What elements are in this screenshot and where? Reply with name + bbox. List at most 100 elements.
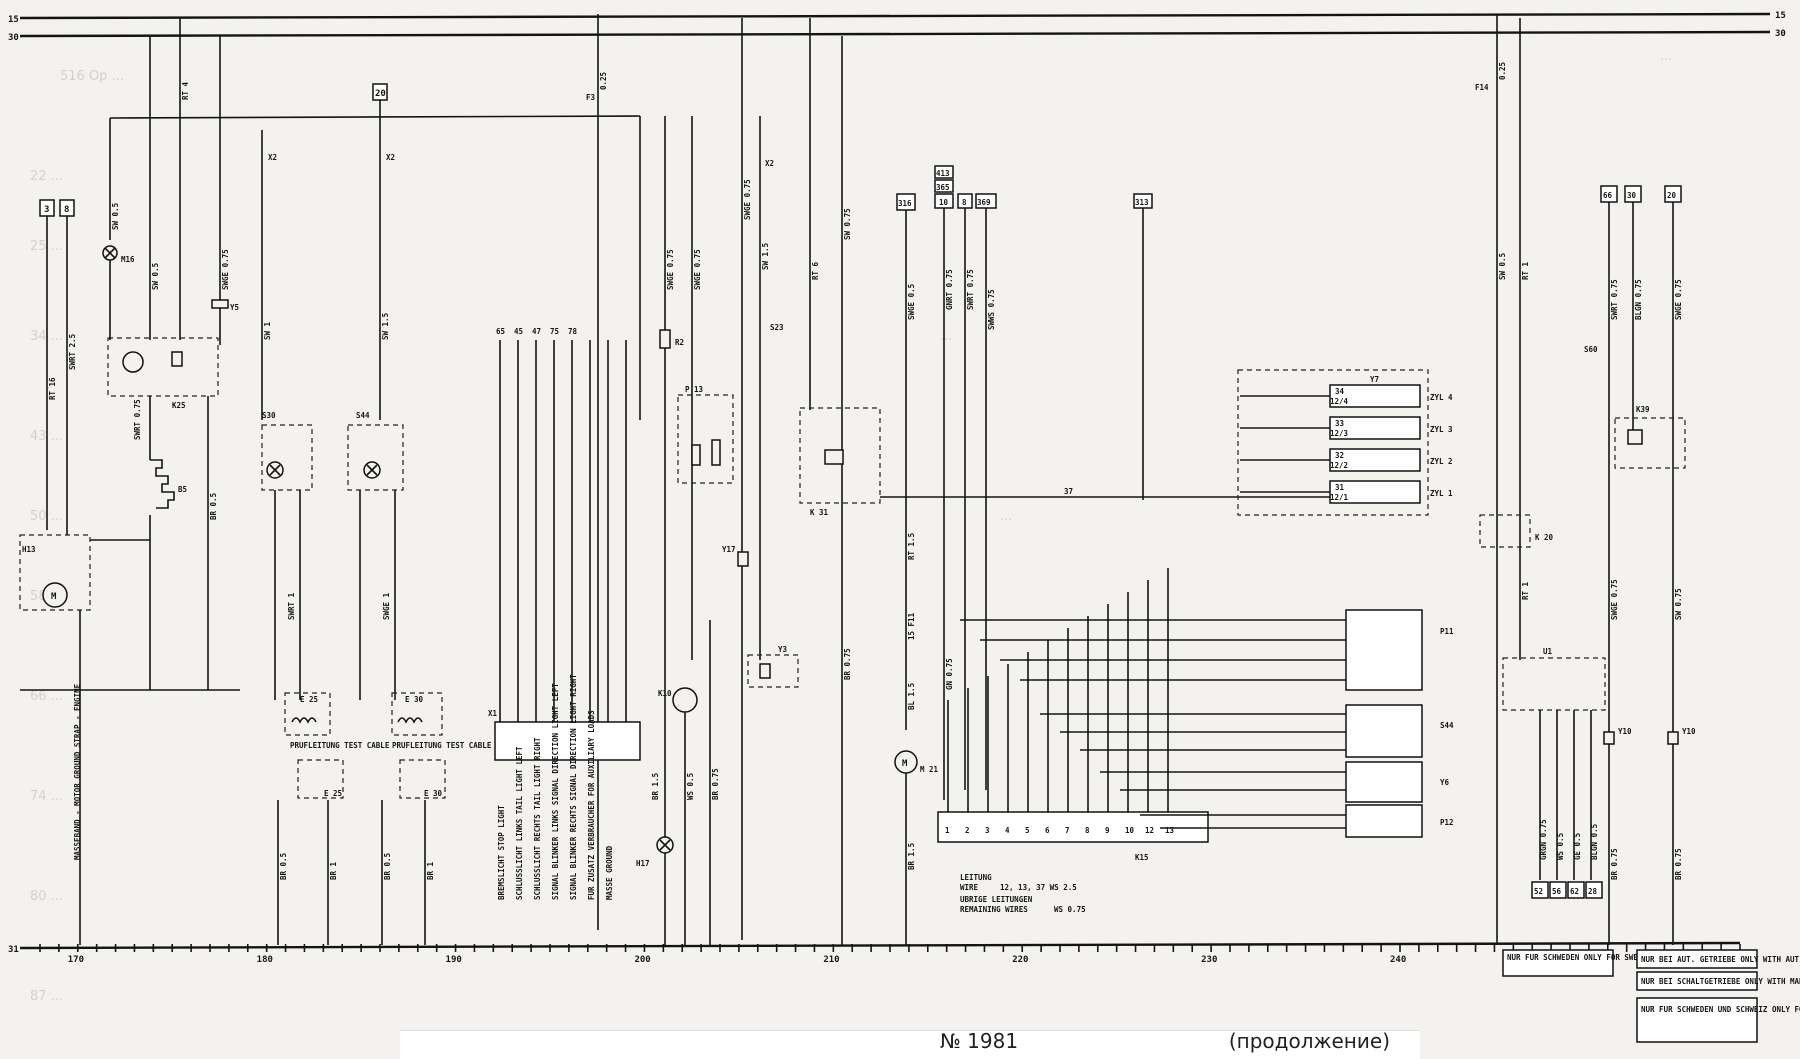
ref-20-left: 20 — [375, 89, 386, 99]
wire-note-line1: LEITUNG — [960, 873, 992, 882]
wire-br15-m21: BR 1.5 — [907, 843, 916, 870]
scale-label-170: 170 — [68, 955, 84, 965]
cylinder-label: ZYL 3 — [1430, 425, 1453, 434]
cylinder-code: 12/1 — [1330, 493, 1349, 502]
label-Y10b: Y10 — [1682, 727, 1696, 736]
bottom-ref-box — [1585, 881, 1603, 899]
svg-text:87 ...: 87 ... — [30, 989, 63, 1004]
rail-30-label-left: 30 — [8, 33, 19, 43]
wire-swge075-b: SWGE 0.75 — [693, 249, 702, 290]
wire-37: 37 — [1064, 487, 1073, 496]
wire-swge075-c: SWGE 0.75 — [743, 179, 752, 220]
wire-swge075-r2: SWGE 0.75 — [666, 249, 675, 290]
rail-31-label-left: 31 — [8, 945, 19, 955]
test-cable-1: PRUFLEITUNG TEST CABLE — [290, 741, 390, 750]
label-P11: P11 — [1440, 627, 1454, 636]
label-M21: M 21 — [920, 765, 939, 774]
bleed-through: 516 Ор ... 22 ... 25 ... 34 ... 43 ... 5… — [30, 49, 1672, 1004]
x1-pin-45: 45 — [514, 327, 523, 336]
label-E30: E 30 — [405, 695, 424, 704]
label-B5: B5 — [178, 485, 187, 494]
wire-swrt25: SWRT 2.5 — [68, 334, 77, 370]
section-left: 3 8 RT 16 SWRT 2.5 RT 4 SW 0.5 SW 0.5 SW… — [19, 18, 641, 945]
wire-sw05-right: SW 0.5 — [1498, 253, 1507, 280]
x1-label: SIGNAL BLINKER LINKS SIGNAL DIRECTION LI… — [551, 683, 560, 900]
power-rails: 15 30 31 15 30 — [8, 11, 1786, 955]
label-P12: P12 — [1440, 818, 1454, 827]
label-P13: P 13 — [685, 385, 704, 394]
wire-swrt1: SWRT 1 — [287, 592, 296, 620]
bottom-ref-box — [1531, 881, 1549, 899]
bottom-ref-56: 56 — [1552, 887, 1562, 896]
note-sweden-swiss: NUR FUR SCHWEDEN UND SCHWEIZ ONLY FOR SW… — [1641, 1005, 1800, 1014]
k15-pin-7: 7 — [1065, 826, 1070, 835]
ref-66: 66 — [1603, 191, 1613, 200]
ref-369: 369 — [977, 198, 991, 207]
scale-label-190: 190 — [446, 955, 462, 965]
scale-label-220: 220 — [1012, 955, 1028, 965]
x1-label: SCHLUSSLICHT LINKS TAIL LIGHT LEFT — [515, 746, 524, 900]
label-K15: K15 — [1135, 853, 1149, 862]
label-K20: K 20 — [1535, 533, 1554, 542]
bottom-ref-28: 28 — [1588, 887, 1598, 896]
k15-pin-5: 5 — [1025, 826, 1030, 835]
scale-label-200: 200 — [634, 955, 650, 965]
wire-swrt075: SWRT 0.75 — [133, 399, 142, 440]
label-Y3: Y3 — [778, 645, 788, 654]
label-E30b: E 30 — [424, 789, 443, 798]
wire-sw15-s23: SW 1.5 — [761, 243, 770, 270]
scale-label-230: 230 — [1201, 955, 1217, 965]
wire-br15-h17: BR 1.5 — [651, 773, 660, 800]
ref-413: 413 — [936, 169, 950, 178]
bottom-ref-box — [1549, 881, 1567, 899]
k15-pin-6: 6 — [1045, 826, 1050, 835]
fuse-f3: F3 — [586, 93, 596, 102]
wire-br1-e25: BR 1 — [329, 861, 338, 880]
k15-pin-12: 12 — [1145, 826, 1154, 835]
k15-pin-13: 13 — [1165, 826, 1175, 835]
scale-label-180: 180 — [257, 955, 273, 965]
label-K31: K 31 — [810, 508, 829, 517]
x1-label: SIGNAL BLINKER RECHTS SIGNAL DIRECTION L… — [569, 674, 578, 900]
label-E25: E 25 — [300, 695, 318, 704]
label-K39: K39 — [1636, 405, 1650, 414]
svg-text:X2: X2 — [268, 153, 277, 162]
fuse-f14: F14 — [1475, 83, 1489, 92]
rail-15-label-left: 15 — [8, 15, 19, 25]
wire-swsw075: SWWS 0.75 — [987, 289, 996, 330]
wire-rt6: RT 6 — [811, 261, 820, 280]
label-E25b: E 25 — [324, 789, 342, 798]
cylinder-code: 12/3 — [1330, 429, 1349, 438]
wire-sw1: SW 1 — [263, 321, 272, 340]
label-M16: M16 — [121, 255, 135, 264]
label-X1: X1 — [488, 709, 498, 718]
wire-sw15: SW 1.5 — [381, 313, 390, 340]
label-Y17: Y17 — [722, 545, 736, 554]
section-center-left: X2 S23 R2 SWGE 0.75 SWGE 0.75 SWGE 0.75 … — [636, 18, 799, 945]
bottom-ref-box — [1567, 881, 1585, 899]
label-S44b: S44 — [1440, 721, 1454, 730]
ref-10: 10 — [939, 198, 949, 207]
wire-swrt075-b: SWRT 0.75 — [966, 269, 975, 310]
label-S23: S23 — [770, 323, 784, 332]
label-Y5: Y5 — [230, 303, 239, 312]
cylinder-pin: 33 — [1335, 419, 1345, 428]
grid-scale: 170180190200210220230240250 — [39, 944, 1741, 965]
x1-pin-75: 75 — [550, 327, 559, 336]
label-Y6: Y6 — [1440, 778, 1450, 787]
ref-3: 3 — [44, 205, 49, 215]
k15-pin-8: 8 — [1085, 826, 1090, 835]
fuse-f14-rating: 0.25 — [1498, 62, 1507, 80]
u1-wire-label: GRGN 0.75 — [1539, 819, 1548, 860]
label-S60: S60 — [1584, 345, 1598, 354]
x1-label: SCHLUSSLICHT RECHTS TAIL LIGHT RIGHT — [533, 737, 542, 900]
label-Y10a: Y10 — [1618, 727, 1632, 736]
wire-swge075-r: SWGE 0.75 — [1674, 279, 1683, 320]
k15-pin-9: 9 — [1105, 826, 1110, 835]
note-manual: NUR BEI SCHALTGETRIEBE ONLY WITH MANUAL … — [1641, 977, 1800, 986]
wire-br075-b: BR 0.75 — [843, 648, 852, 680]
ref-313: 313 — [1135, 198, 1149, 207]
